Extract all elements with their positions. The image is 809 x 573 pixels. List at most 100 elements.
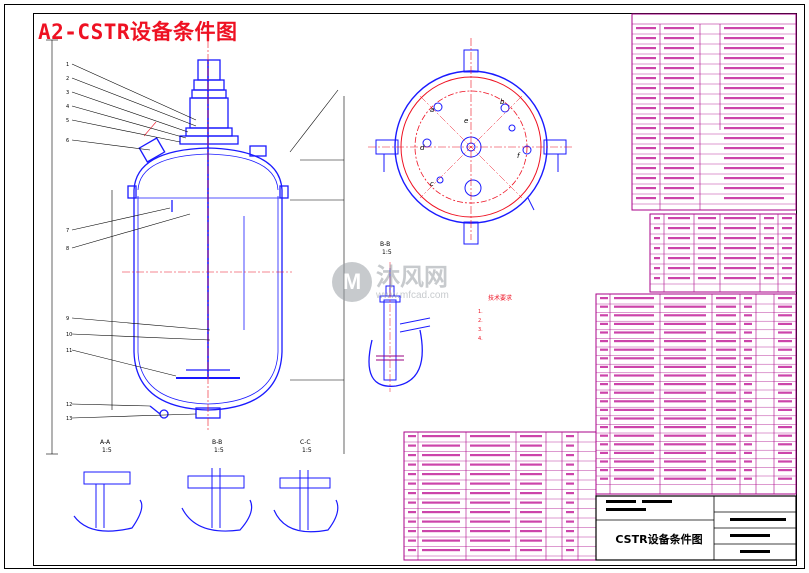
cell-text-mark xyxy=(664,408,706,411)
svg-text:d: d xyxy=(420,144,425,152)
cell-text-mark xyxy=(566,492,574,495)
cell-text-mark xyxy=(668,277,690,280)
cell-text-mark xyxy=(664,322,706,325)
cell-text-mark xyxy=(744,305,752,308)
cell-text-mark xyxy=(664,443,706,446)
cell-text-mark xyxy=(778,365,792,368)
cell-text-mark xyxy=(600,460,608,463)
cell-text-mark xyxy=(422,501,460,504)
cell-text-mark xyxy=(716,305,736,308)
cell-text-mark xyxy=(724,157,784,160)
cell-text-mark xyxy=(716,417,736,420)
svg-text:6: 6 xyxy=(66,138,69,144)
cell-text-mark xyxy=(664,305,706,308)
cell-text-mark xyxy=(520,482,542,485)
cell-text-mark xyxy=(782,217,792,220)
cell-text-mark xyxy=(520,435,542,438)
cell-text-mark xyxy=(668,267,690,270)
note-line: 2. xyxy=(478,318,483,324)
cell-text-mark xyxy=(664,331,706,334)
cell-text-mark xyxy=(408,530,416,533)
cell-text-mark xyxy=(724,217,756,220)
leader-lines xyxy=(46,39,345,455)
cell-text-mark xyxy=(778,477,792,480)
cell-text-mark xyxy=(778,426,792,429)
cell-text-mark xyxy=(614,400,654,403)
cell-text-mark xyxy=(778,434,792,437)
cell-text-mark xyxy=(470,482,510,485)
cell-text-mark xyxy=(600,443,608,446)
cell-text-mark xyxy=(520,511,542,514)
cell-text-mark xyxy=(716,477,736,480)
cell-text-mark xyxy=(716,434,736,437)
cell-text-mark xyxy=(664,77,694,80)
cell-text-mark xyxy=(664,107,694,110)
nozzle-table xyxy=(649,213,797,293)
cell-text-mark xyxy=(716,460,736,463)
cell-text-mark xyxy=(716,408,736,411)
cell-text-mark xyxy=(600,408,608,411)
cell-text-mark xyxy=(744,383,752,386)
cell-text-mark xyxy=(724,237,756,240)
cell-text-mark xyxy=(614,391,654,394)
svg-text:1:5: 1:5 xyxy=(382,249,392,256)
cell-text-mark xyxy=(664,357,706,360)
cell-text-mark xyxy=(664,37,694,40)
cell-text-mark xyxy=(422,530,460,533)
cell-text-mark xyxy=(744,391,752,394)
cell-text-mark xyxy=(470,444,510,447)
svg-text:2: 2 xyxy=(66,76,69,82)
cell-text-mark xyxy=(664,137,694,140)
cell-text-mark xyxy=(566,482,574,485)
svg-text:12: 12 xyxy=(66,402,72,408)
cell-text-mark xyxy=(724,147,784,150)
cell-text-mark xyxy=(716,365,736,368)
cell-text-mark xyxy=(520,492,542,495)
cell-text-mark xyxy=(724,197,784,200)
cell-text-mark xyxy=(698,237,716,240)
cell-text-mark xyxy=(782,237,792,240)
cell-text-mark xyxy=(654,257,660,260)
cell-text-mark xyxy=(614,460,654,463)
cell-text-mark xyxy=(744,365,752,368)
cell-text-mark xyxy=(636,47,656,50)
cell-text-mark xyxy=(566,549,574,552)
cell-text-mark xyxy=(744,331,752,334)
cell-text-mark xyxy=(614,374,654,377)
cell-text-mark xyxy=(744,460,752,463)
cell-text-mark xyxy=(724,67,784,70)
cell-text-mark xyxy=(724,227,756,230)
cell-text-mark xyxy=(724,137,784,140)
cell-text-mark xyxy=(744,348,752,351)
cell-text-mark xyxy=(614,469,654,472)
cell-text-mark xyxy=(778,417,792,420)
cell-text-mark xyxy=(636,177,656,180)
cell-text-mark xyxy=(744,426,752,429)
cell-text-mark xyxy=(668,237,690,240)
cell-text-mark xyxy=(470,539,510,542)
cell-text-mark xyxy=(600,322,608,325)
cell-text-mark xyxy=(664,67,694,70)
cell-text-mark xyxy=(614,383,654,386)
cell-text-mark xyxy=(520,549,542,552)
cell-text-mark xyxy=(716,322,736,325)
cell-text-mark xyxy=(470,549,510,552)
cell-text-mark xyxy=(470,530,510,533)
cell-text-mark xyxy=(664,469,706,472)
cell-text-mark xyxy=(470,454,510,457)
cell-text-mark xyxy=(600,426,608,429)
cell-text-mark xyxy=(724,127,784,130)
cell-text-mark xyxy=(566,454,574,457)
cell-text-mark xyxy=(724,57,784,60)
cell-text-mark xyxy=(698,217,716,220)
svg-text:4: 4 xyxy=(66,104,69,110)
svg-text:1: 1 xyxy=(66,62,69,68)
cell-text-mark xyxy=(636,97,656,100)
cell-text-mark xyxy=(470,435,510,438)
cell-text-mark xyxy=(614,417,654,420)
cell-text-mark xyxy=(744,314,752,317)
title-block-name: CSTR设备条件图 xyxy=(615,533,703,546)
cell-text-mark xyxy=(664,127,694,130)
cell-text-mark xyxy=(408,473,416,476)
cell-text-mark xyxy=(408,454,416,457)
